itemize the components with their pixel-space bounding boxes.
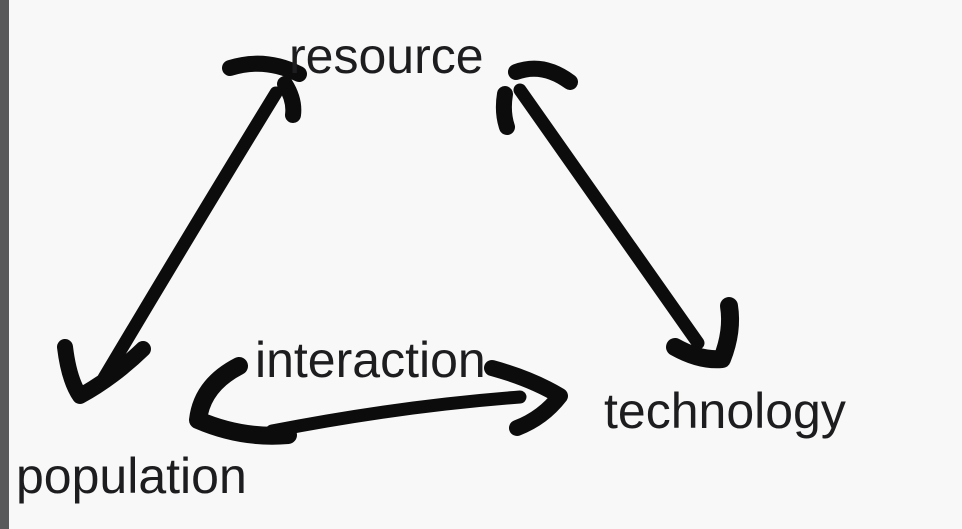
arrow-shaft: [265, 390, 527, 438]
arrowhead-right: [484, 360, 568, 436]
node-label-technology: technology: [604, 383, 846, 439]
arrowhead-up-right: [222, 55, 307, 123]
edge-label-interaction: interaction: [255, 332, 486, 388]
arrowhead-up-left: [495, 60, 578, 135]
arrow-population-technology: [189, 357, 568, 445]
arrow-shaft: [513, 83, 705, 350]
arrow-population-resource: [57, 55, 307, 404]
arrowhead-down-right: [666, 297, 740, 369]
arrowhead-left: [189, 357, 297, 445]
node-label-resource: resource: [289, 28, 484, 84]
node-label-population: population: [16, 448, 247, 504]
left-edge-strip: [0, 0, 9, 529]
arrow-shaft: [97, 86, 283, 385]
arrowhead-down-left: [57, 339, 151, 404]
arrow-resource-technology: [495, 60, 740, 369]
